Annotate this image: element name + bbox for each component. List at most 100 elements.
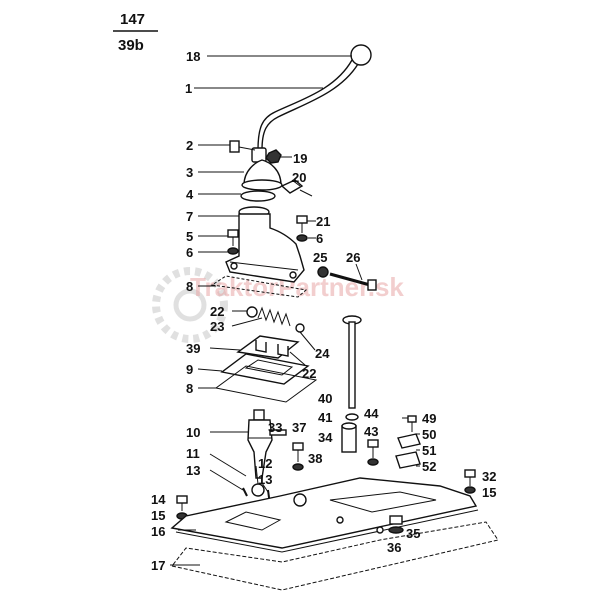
pin-shank (329, 272, 371, 287)
plate-9-opening (244, 359, 294, 376)
plate-51 (395, 451, 421, 469)
drain-plug (388, 515, 404, 534)
bolt-37 (292, 442, 304, 471)
bolt-head (176, 495, 188, 504)
callout-5: 5 (186, 229, 193, 244)
washer-41 (345, 413, 359, 421)
sheet-number-top: 147 (120, 11, 145, 28)
callout-17: 17 (151, 558, 165, 573)
plate-tab-right (277, 344, 289, 357)
bolt-21 (296, 215, 308, 242)
cover-16-hole (336, 516, 344, 524)
callout-40: 40 (318, 391, 332, 406)
sheet-number-bottom: 39b (118, 37, 144, 54)
rod-40 (342, 315, 362, 421)
lever-knob (350, 44, 372, 66)
cover-16-edge (175, 509, 479, 553)
callout-8a: 8 (186, 279, 193, 294)
bolt-shank (238, 146, 256, 151)
callout-20: 20 (292, 170, 306, 185)
callout-2: 2 (186, 138, 193, 153)
callout-13a: 13 (186, 463, 200, 478)
sheet-reference: 147 39b (113, 11, 158, 54)
cover-plate (220, 353, 310, 385)
callout-39: 39 (186, 341, 200, 356)
plate-50 (397, 433, 421, 449)
callout-10: 10 (186, 425, 200, 440)
callout-24: 24 (315, 346, 330, 361)
cover-16-opening (224, 511, 282, 531)
washer (227, 247, 239, 255)
cover-16-port (293, 493, 307, 507)
washer (367, 458, 379, 466)
bolt-head (367, 439, 379, 448)
gear-lever (251, 44, 372, 163)
callout-6b: 6 (316, 231, 323, 246)
lever-shaft (257, 59, 359, 151)
watermark-gear-hub (173, 288, 207, 322)
housing-bolt-hole (230, 262, 238, 270)
callout-1: 1 (185, 81, 192, 96)
callout-12: 12 (258, 456, 272, 471)
callout-44: 44 (364, 406, 379, 421)
housing-body (225, 213, 305, 283)
leader-13b (261, 482, 269, 493)
bolt-head (464, 469, 476, 478)
pin-head (367, 279, 377, 291)
callout-37: 37 (292, 420, 306, 435)
callout-8b: 8 (186, 381, 193, 396)
leader-20 (291, 179, 301, 187)
callout-38: 38 (308, 451, 322, 466)
callout-9: 9 (186, 362, 193, 377)
spring-23 (257, 306, 291, 327)
boot-base (241, 179, 283, 191)
small-pins (242, 483, 271, 506)
callout-34: 34 (318, 430, 333, 445)
plate-9 (220, 353, 310, 385)
callout-33: 33 (268, 420, 282, 435)
bolt-head (227, 229, 239, 238)
gasket-17 (171, 521, 499, 591)
bolt-32 (464, 469, 476, 494)
callout-16: 16 (151, 524, 165, 539)
callout-25: 25 (313, 250, 327, 265)
plug-35 (389, 515, 403, 525)
bolt-2 (229, 140, 256, 153)
pin-13a (242, 487, 248, 497)
shift-finger (247, 409, 273, 479)
plate-tab-left (255, 340, 267, 353)
watermark: TraktorPartner.sk (152, 267, 404, 343)
spring-assembly (246, 306, 305, 333)
leader-13a (209, 469, 244, 491)
bolt-5 (227, 229, 239, 255)
bolt-head (296, 215, 308, 224)
callout-35: 35 (406, 526, 420, 541)
washer-25 (317, 266, 329, 278)
ring-22 (246, 306, 258, 318)
leader-24 (299, 331, 316, 351)
washer (464, 486, 476, 494)
bracket-assembly (395, 415, 421, 469)
callout-labels: 18 1 2 19 3 20 4 7 21 5 6 6 26 25 8 22 2… (151, 49, 496, 573)
gasket-upper (210, 275, 308, 298)
bolt-head (292, 442, 304, 451)
callout-26: 26 (346, 250, 360, 265)
callout-15b: 15 (151, 508, 165, 523)
callout-7: 7 (186, 209, 193, 224)
callout-4: 4 (186, 187, 194, 202)
rod-body (348, 321, 356, 409)
selector-plate (236, 335, 300, 359)
bush-body (341, 425, 357, 453)
callout-6a: 6 (186, 245, 193, 260)
washer (296, 234, 308, 242)
callout-15a: 15 (482, 485, 496, 500)
callout-11: 11 (186, 446, 200, 461)
bush-top (341, 422, 357, 430)
leader-23 (231, 317, 263, 327)
callout-32: 32 (482, 469, 496, 484)
leader-12 (255, 465, 259, 485)
housing-flange-edge (229, 261, 299, 271)
boot-body (243, 159, 282, 186)
leader-26 (355, 263, 363, 281)
